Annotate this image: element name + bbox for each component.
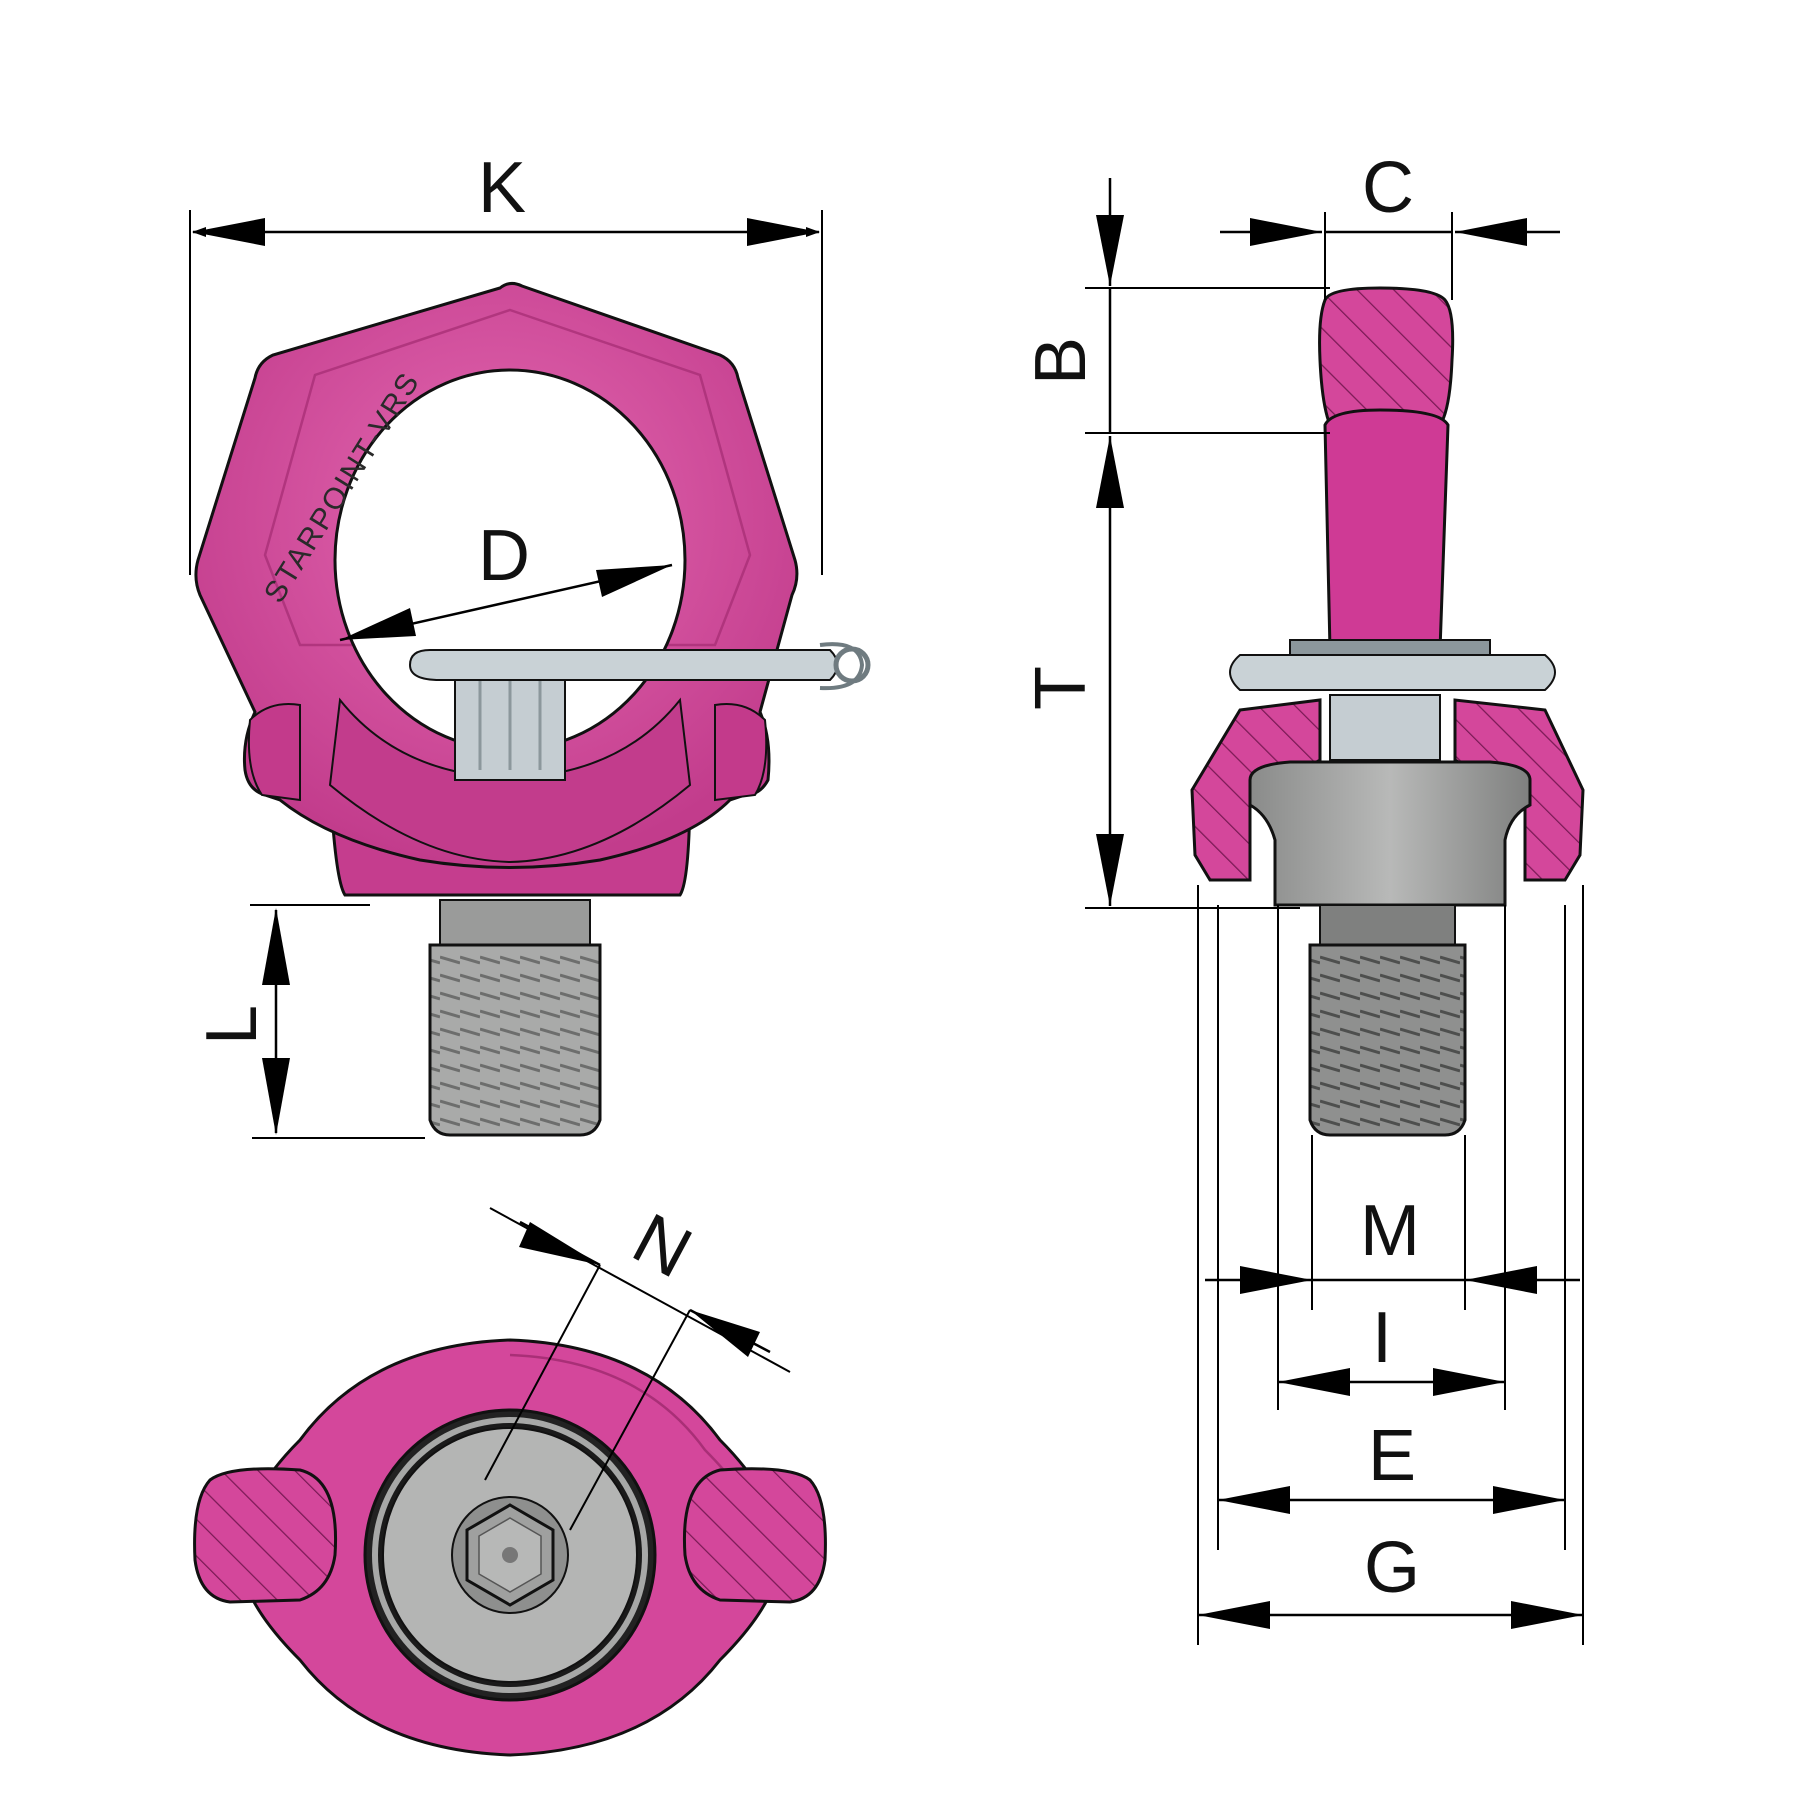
dimension-k: K xyxy=(189,148,823,575)
label-i: I xyxy=(1372,1298,1392,1378)
label-n: N xyxy=(620,1198,703,1293)
dimension-t: T xyxy=(1021,436,1300,909)
dimension-b: B xyxy=(1021,178,1330,434)
front-view: STARPOINT-VRS xyxy=(194,281,871,1137)
label-l: L xyxy=(192,1005,272,1045)
label-k: K xyxy=(478,148,526,228)
side-bushing xyxy=(1248,760,1532,907)
front-left-wing xyxy=(247,703,301,802)
dimension-c: C xyxy=(1220,148,1560,300)
side-view xyxy=(1190,286,1585,1137)
front-thread-stud xyxy=(428,899,602,1137)
top-right-wing-section xyxy=(682,1467,827,1604)
front-right-wing xyxy=(714,703,768,802)
label-e: E xyxy=(1368,1416,1416,1496)
dimension-g: G xyxy=(1198,1528,1583,1629)
dimension-l: L xyxy=(192,904,425,1139)
label-g: G xyxy=(1364,1528,1420,1608)
side-ring-section xyxy=(1318,286,1455,427)
label-b: B xyxy=(1021,337,1101,385)
label-d: D xyxy=(478,516,530,596)
side-safety-pin xyxy=(1229,654,1556,691)
dimension-e: E xyxy=(1218,1416,1565,1514)
label-c: C xyxy=(1362,148,1414,228)
label-m: M xyxy=(1360,1191,1420,1271)
label-t: T xyxy=(1021,666,1101,710)
side-thread-stud xyxy=(1308,943,1467,1137)
side-ring-shank xyxy=(1323,408,1450,652)
top-left-wing-section xyxy=(193,1467,338,1604)
dimension-m: M xyxy=(1205,1191,1580,1294)
dimension-i: I xyxy=(1278,1298,1505,1396)
dimension-d: D xyxy=(339,516,673,642)
front-safety-pin xyxy=(408,642,871,781)
top-view xyxy=(193,1338,827,1757)
